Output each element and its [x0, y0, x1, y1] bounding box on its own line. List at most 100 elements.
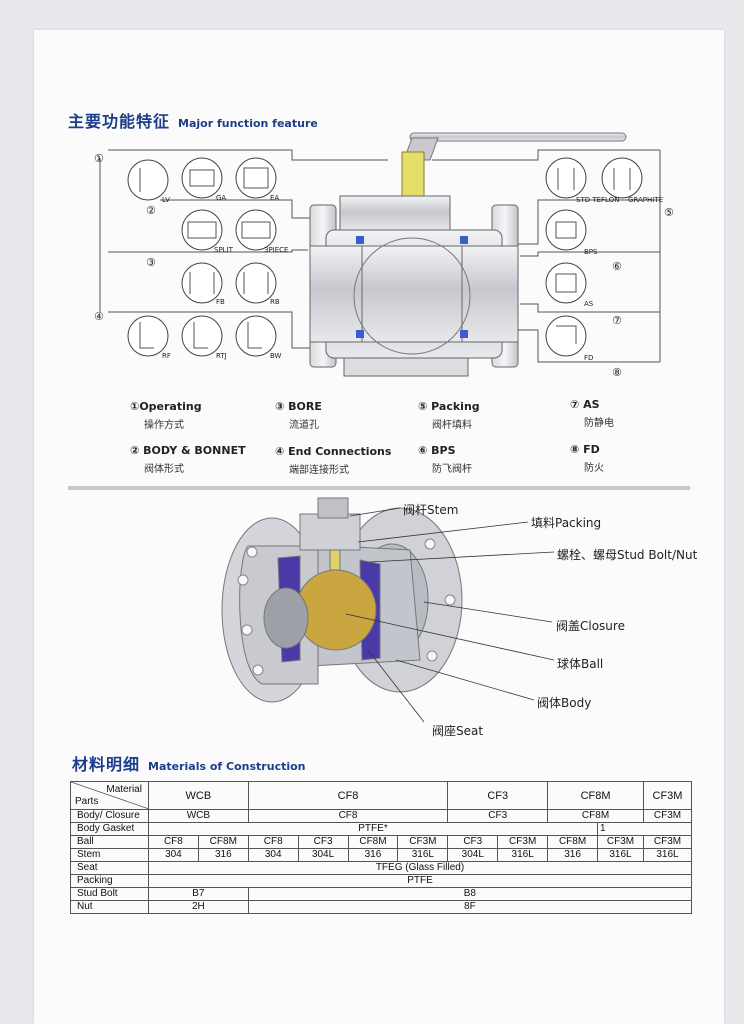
label-n4: ④ [94, 310, 104, 323]
section-divider [68, 486, 690, 490]
label-ga: GA [216, 194, 226, 202]
table-cell: CF8M [197, 835, 249, 849]
section-title-en: Major function feature [178, 117, 318, 130]
section-title-en: Materials of Construction [148, 760, 306, 773]
callout-closure: 阀盖Closure [556, 619, 625, 633]
table-cell: CF8M [347, 835, 399, 849]
label-ea: EA [270, 194, 279, 202]
detail-circles [127, 157, 643, 357]
table-row: Nut 2H 8F [70, 900, 693, 914]
table-row: Stem 304 316 304 304L 316 316L 304L 316L… [70, 848, 693, 862]
table-cell: WCB [147, 809, 249, 823]
label-n1: ① [94, 152, 104, 165]
label-n7: ⑦ [612, 314, 622, 327]
table-cell: 316L [397, 848, 449, 862]
table-cell: CF3M [497, 835, 549, 849]
table-row: Stud Bolt B7 B8 [70, 887, 693, 901]
label-split: SPLIT [214, 246, 234, 254]
label-fd: FD [584, 354, 593, 362]
row-label: Stem [70, 848, 149, 862]
seat-markers [356, 236, 468, 338]
table-cell: PTFE [147, 874, 693, 888]
valve-cutaway-illustration [221, 497, 555, 723]
table-cell: 316L [497, 848, 549, 862]
row-label: Nut [70, 900, 149, 914]
table-cell: 304 [147, 848, 199, 862]
table-cell: TFEG (Glass Filled) [147, 861, 693, 875]
row-label: Seat [70, 861, 149, 875]
table-cell: CF8M [547, 835, 599, 849]
section-title-function: 主要功能特征 Major function feature [68, 108, 318, 132]
table-cell: 316 [547, 848, 599, 862]
table-header-row: Material Parts WCB CF8 CF3 CF8M CF3M [70, 781, 693, 810]
label-n2: ② [146, 204, 156, 217]
table-row: Packing PTFE [70, 874, 693, 888]
table-cell: 316L [597, 848, 644, 862]
callout-stud-bolt-nut: 螺栓、螺母Stud Bolt/Nut [557, 548, 698, 562]
table-cell: CF3M [642, 809, 693, 823]
table-cell: 304 [247, 848, 299, 862]
table-cell: CF3 [447, 809, 549, 823]
callout-body: 阀体Body [537, 696, 592, 710]
table-header-cell: CF8M [547, 781, 644, 810]
label-3piece: 3PIECE [264, 246, 288, 254]
callout-leaders [345, 507, 555, 723]
table-cell: CF8 [247, 809, 449, 823]
table-header-cell: WCB [147, 781, 249, 810]
row-label: Body/ Closure [70, 809, 149, 823]
table-corner-cell: Material Parts [70, 781, 149, 810]
callout-stem: 阀杆Stem [403, 503, 459, 517]
table-cell: 316L [642, 848, 693, 862]
table-cell: B8 [247, 887, 693, 901]
table-cell: PTFE* [147, 822, 599, 836]
table-cell: B7 [147, 887, 249, 901]
callout-seat: 阀座Seat [432, 724, 484, 738]
table-cell: 8F [247, 900, 693, 914]
leader-lines-left [99, 149, 388, 349]
row-label: Packing [70, 874, 149, 888]
corner-material-label: Material [106, 784, 142, 795]
table-row: Ball CF8 CF8M CF8 CF3 CF8M CF3M CF3 CF3M… [70, 835, 693, 849]
label-n3: ③ [146, 256, 156, 269]
table-cell: 1 [597, 822, 692, 836]
table-cell: 304L [297, 848, 349, 862]
table-cell: CF3M [397, 835, 449, 849]
label-rtj: RTJ [216, 352, 227, 360]
callout-packing: 填料Packing [531, 516, 602, 530]
table-header-cell: CF3M [642, 781, 693, 810]
label-fb: FB [216, 298, 225, 306]
label-bps: BPS [584, 248, 598, 256]
section-title-cn: 主要功能特征 [68, 112, 171, 131]
label-n8: ⑧ [612, 366, 622, 379]
label-n5: ⑤ [664, 206, 674, 219]
table-header-cell: CF8 [247, 781, 449, 810]
label-graphite: GRAPHITE [628, 196, 663, 204]
table-cell: CF8 [147, 835, 199, 849]
table-cell: CF8 [247, 835, 299, 849]
label-n6: ⑥ [612, 260, 622, 273]
row-label: Stud Bolt [70, 887, 149, 901]
table-cell: CF3 [447, 835, 499, 849]
table-cell: 2H [147, 900, 249, 914]
materials-table: Material Parts WCB CF8 CF3 CF8M CF3M Bod… [70, 781, 693, 914]
table-cell: CF3 [297, 835, 349, 849]
table-cell: 304L [447, 848, 499, 862]
corner-parts-label: Parts [75, 796, 99, 807]
valve-handle [403, 132, 627, 161]
callout-ball: 球体Ball [557, 657, 604, 671]
table-header-cell: CF3 [447, 781, 549, 810]
ball-part [353, 237, 471, 355]
table-row: Body/ Closure WCB CF8 CF3 CF8M CF3M [70, 809, 693, 823]
table-row: Seat TFEG (Glass Filled) [70, 861, 693, 875]
valve-feature-diagram: ① ② ③ ④ ⑤ ⑥ ⑦ ⑧ LV GA EA SPLIT 3PIECE FB… [94, 132, 674, 379]
table-cell: 316 [197, 848, 249, 862]
table-cell: 316 [347, 848, 399, 862]
